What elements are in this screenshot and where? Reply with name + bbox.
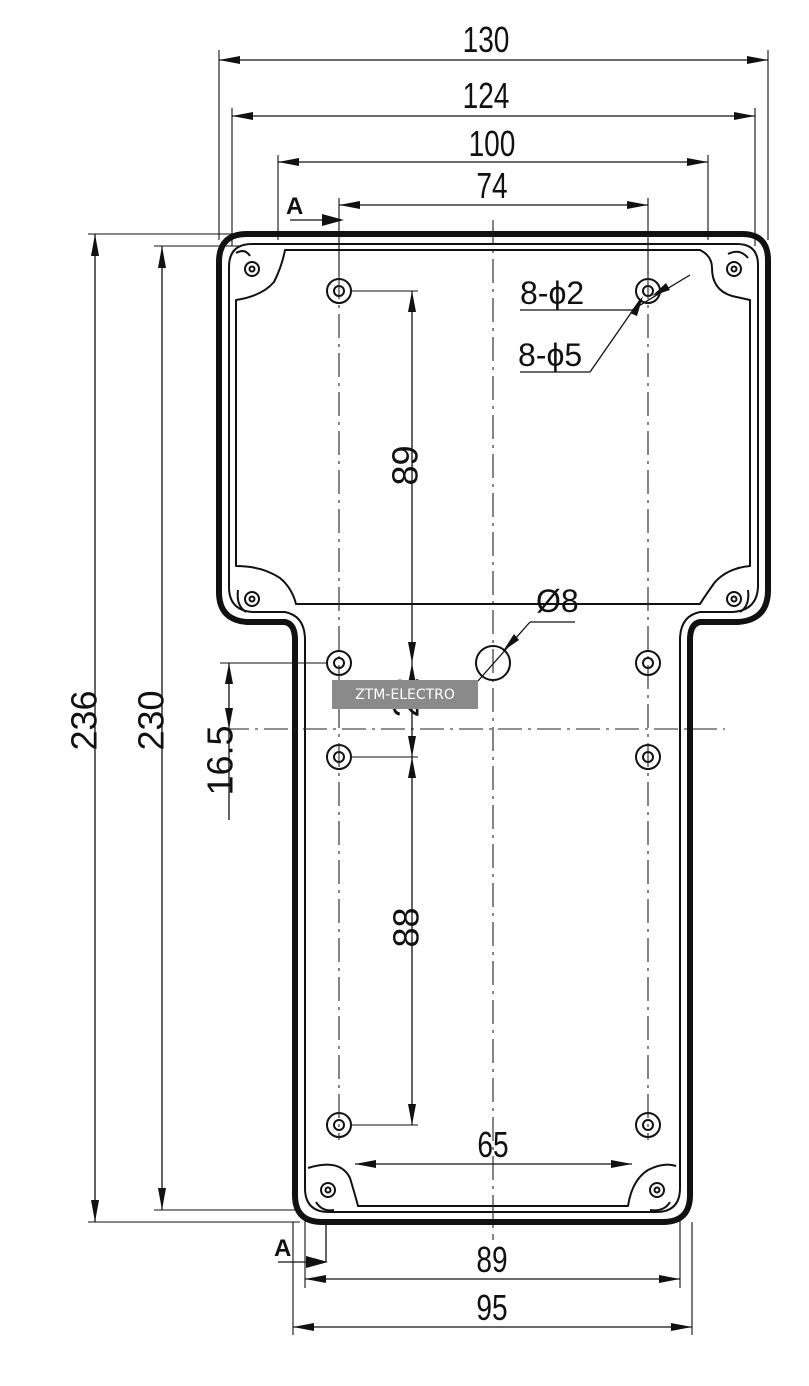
dimension-hole-spacing-top: 74 [476,166,507,206]
enclosure-outline [216,231,771,1225]
callout-large-holes: 8-ϕ5 [518,337,582,373]
section-label-top: A [286,193,303,220]
watermark: ZTM-ELECTRO [332,680,478,709]
corner-boss-top-right [726,250,749,277]
corner-boss-mid-right [726,589,750,613]
watermark-label: ZTM-ELECTRO [355,687,455,703]
dimension-lines-top [218,50,769,275]
corner-boss-mid-left [236,589,260,613]
dimension-overall-width: 130 [463,20,510,60]
section-marker-bottom [278,1222,328,1268]
callout-leaders [454,274,691,708]
corner-boss-bottom-right [649,1182,671,1212]
dimension-lines-bottom [292,1160,693,1335]
dimension-lines-left [88,233,328,1223]
dimension-offset-16-5: 16.5 [200,725,241,795]
dimension-bottom-width-95: 95 [476,1288,507,1328]
dimension-height-230: 230 [131,690,172,750]
section-marker-top [290,214,344,226]
dimension-hole-pitch-upper: 89 [385,445,426,485]
dimension-hole-pitch-lower: 88 [386,907,427,947]
dimension-hole-spacing-bottom: 65 [477,1125,508,1165]
callout-center-hole: Ø8 [536,583,579,619]
corner-boss-bottom-left [315,1182,336,1212]
section-label-bottom: A [274,1235,291,1262]
dimension-bottom-width-89: 89 [476,1240,507,1280]
corner-bosses [235,250,750,1212]
center-lines [225,220,725,1240]
callout-small-holes: 8-ϕ2 [520,275,584,311]
dimension-width-100: 100 [469,124,516,164]
dimension-overall-height: 236 [64,690,105,750]
corner-boss-top-left [235,250,260,277]
dimension-lines-internal [350,290,418,1126]
dimension-width-124: 124 [463,76,510,116]
